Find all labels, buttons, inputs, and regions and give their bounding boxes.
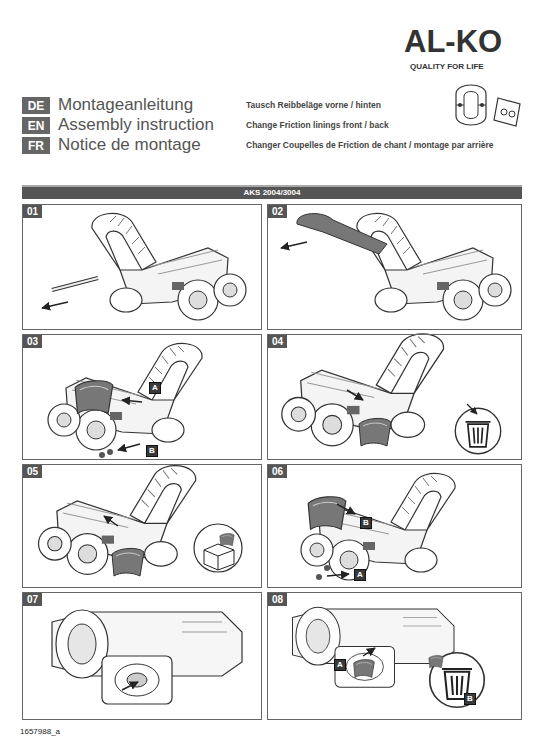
model-band: AKS 2004/3004	[22, 187, 522, 199]
subtitle: Changer Coupelles de Friction de chant /…	[246, 141, 494, 151]
language-code: FR	[22, 137, 50, 154]
drawing-use	[220, 533, 234, 545]
step-number: 08	[268, 593, 287, 606]
drawing-use	[429, 655, 443, 667]
step-05-art	[39, 466, 242, 576]
brand-slogan: QUALITY FOR LIFE	[410, 62, 484, 71]
drawing-use	[52, 610, 242, 704]
step-01-art	[42, 213, 246, 320]
step-panel: 04	[267, 334, 522, 460]
drawing-use	[282, 334, 444, 446]
drawing-circle	[501, 109, 507, 115]
drawing-path	[363, 648, 375, 656]
drawing-path	[467, 404, 477, 414]
drawing-use	[430, 653, 485, 708]
brand-logo: AL-KO	[404, 24, 502, 60]
step-number: 07	[23, 593, 42, 606]
step-04-art	[282, 334, 501, 454]
drawing-use	[357, 213, 511, 320]
drawing-path	[347, 390, 363, 400]
drawing-use	[455, 408, 500, 453]
drawing-path	[337, 504, 355, 514]
drawing-path	[104, 516, 118, 526]
drawing-circle	[194, 524, 242, 572]
drawing-use	[359, 418, 391, 446]
step-number: 04	[268, 335, 287, 348]
heading: Notice de montage	[58, 135, 201, 155]
drawing-circle	[99, 452, 105, 458]
drawing-path	[297, 214, 387, 254]
drawing-path	[122, 400, 142, 402]
step-panel: 02	[267, 204, 522, 330]
language-code: FR	[28, 139, 44, 153]
step-number: 05	[23, 465, 42, 478]
language-code: DE	[22, 97, 50, 114]
drawing-use	[308, 497, 346, 529]
step-panel: A B 03	[22, 334, 262, 460]
drawing-path	[494, 98, 520, 126]
step-panel: A B 08	[267, 592, 522, 720]
step-02-art	[281, 213, 511, 320]
drawing-g	[456, 85, 520, 126]
drawing-use	[354, 660, 375, 678]
drawing-use	[92, 213, 246, 320]
model-name: AKS 2004/3004	[244, 187, 301, 199]
step-07-art	[52, 610, 242, 704]
heading: Montageanleitung	[58, 95, 193, 115]
step-03-art	[48, 343, 202, 458]
step-number: 02	[268, 205, 287, 218]
document-number: 1657988_a	[20, 727, 60, 736]
step-panel: 01	[22, 204, 262, 330]
step-number: 03	[23, 335, 42, 348]
drawing-use	[75, 381, 113, 413]
callout-letter: A	[357, 570, 363, 580]
callout-letter: B	[360, 517, 372, 529]
step-08-art	[293, 607, 485, 707]
language-code: DE	[28, 99, 45, 113]
drawing-path	[281, 242, 307, 248]
callout-letter: B	[146, 445, 158, 457]
language-code: EN	[28, 119, 45, 133]
drawing-path	[52, 278, 98, 290]
step-number: 01	[23, 205, 42, 218]
drawing-circle	[324, 565, 330, 571]
drawing-path	[118, 444, 140, 450]
callout-letter: A	[149, 382, 161, 394]
drawing-path	[204, 544, 234, 570]
step-panel: 07	[22, 592, 262, 720]
subtitle: Change Friction linings front / back	[246, 121, 389, 131]
subtitle: Tausch Reibbeläge vorne / hinten	[246, 101, 381, 111]
callout-letter: B	[363, 518, 369, 528]
drawing-circle	[107, 449, 113, 455]
callout-letter: B	[464, 693, 476, 705]
callout-letter: A	[152, 383, 158, 393]
drawing-path	[52, 278, 98, 290]
drawing-use	[48, 343, 202, 450]
step-panel: B A 06	[267, 464, 522, 588]
step-06-art	[301, 473, 455, 580]
drawing-path	[456, 85, 486, 125]
callout-letter: A	[337, 660, 343, 670]
drawing-path	[42, 302, 68, 308]
language-code: EN	[22, 117, 50, 134]
step-number: 06	[268, 465, 287, 478]
drawing-use	[301, 473, 455, 580]
heading: Assembly instruction	[58, 115, 214, 135]
callout-letter: B	[149, 446, 155, 456]
drawing-circle	[316, 574, 322, 580]
header-art	[22, 85, 522, 186]
drawing-circle	[458, 103, 462, 107]
drawing-path	[122, 682, 138, 690]
callout-letter: B	[467, 694, 473, 704]
drawing-path	[464, 92, 478, 119]
step-panel: 05	[22, 464, 262, 588]
drawing-circle	[480, 103, 484, 107]
callout-letter: A	[354, 569, 366, 581]
callout-letter: A	[334, 659, 346, 671]
drawing-use	[112, 548, 144, 576]
drawing-circle	[509, 111, 515, 117]
drawing-path	[327, 574, 349, 576]
